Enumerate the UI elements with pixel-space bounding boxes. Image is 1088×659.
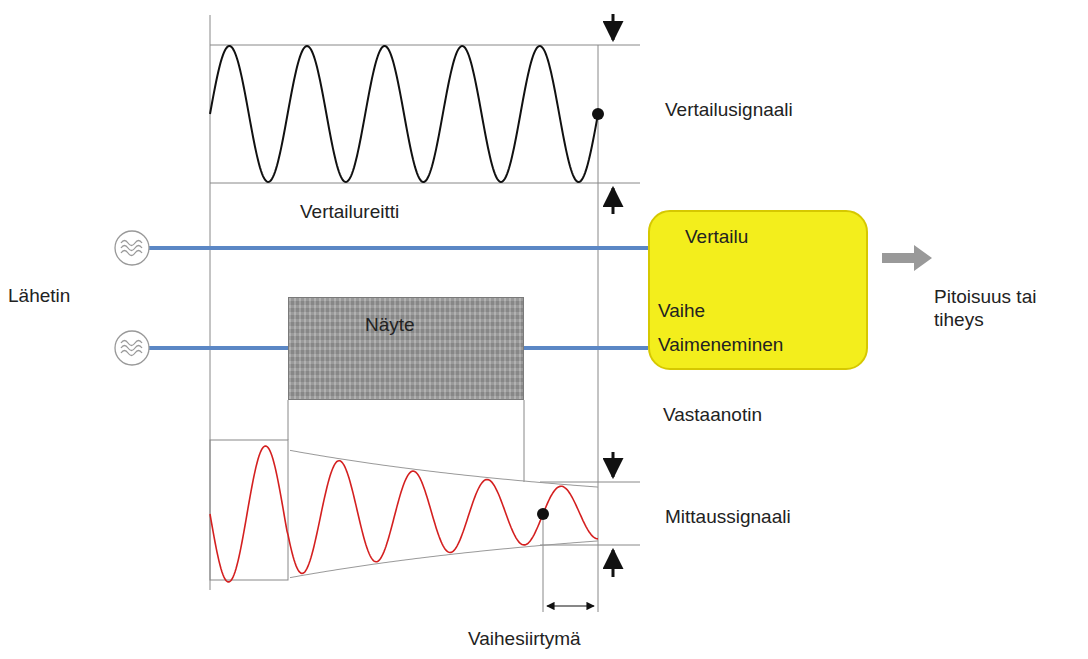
transmitter-symbol	[115, 231, 149, 265]
amplitude-arrows	[612, 14, 615, 577]
reference-wave	[210, 46, 598, 182]
node-heading: Vastaanotin	[663, 404, 762, 426]
output-arrow	[882, 245, 932, 271]
output-name: Pitoisuus tai tiheys	[934, 286, 1080, 332]
signal-name: Vertailusignaali	[665, 99, 793, 122]
phase-shift-label: Vaihesiirtymä	[468, 628, 581, 651]
signal-name: Mittaussignaali	[665, 506, 791, 529]
envelope-line	[290, 541, 598, 578]
part-name: Lähetin	[8, 285, 70, 308]
envelope-line	[290, 450, 598, 487]
phase-dot	[592, 108, 604, 120]
node-text: Vaihe	[658, 300, 705, 322]
signal-line	[524, 346, 648, 350]
measurement-wave	[210, 446, 598, 582]
node-text: Näyte	[365, 314, 415, 336]
guide-lines	[210, 15, 640, 612]
phase-shift-arrow	[547, 605, 594, 606]
node-text: Vaimeneminen	[658, 334, 783, 356]
reference-path-line	[149, 246, 650, 250]
path-name: Vertailureitti	[300, 201, 399, 224]
transmitter-symbol	[115, 331, 149, 365]
receiver-box: VertailuVaiheVaimeneminenVastaanotin	[648, 210, 868, 370]
sample-box: Näyte	[288, 297, 524, 400]
node-text: Vertailu	[685, 226, 748, 248]
sample-path-line	[149, 346, 290, 350]
phase-dot	[537, 508, 549, 520]
